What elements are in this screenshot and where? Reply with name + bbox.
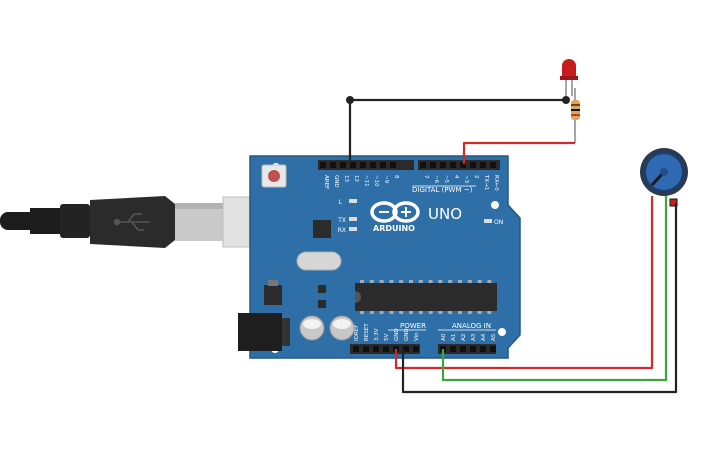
digital-pin-label: 4 bbox=[453, 175, 459, 179]
digital-pin-labels: AREF GND 13 12 ~11 ~10 ~9 8 7 ~6 ~5 4 ~3 2 TX→1 RX←0 bbox=[323, 174, 499, 191]
power-pin-label: 5V bbox=[384, 334, 390, 341]
digital-pin-label: 7 bbox=[423, 175, 429, 179]
digital-pin-holes bbox=[320, 162, 496, 168]
digital-pin-label: ~11 bbox=[363, 175, 369, 187]
voltage-regulator bbox=[264, 280, 282, 305]
usb-chip bbox=[313, 220, 331, 238]
resistor[interactable] bbox=[571, 88, 580, 143]
digital-pin-hole[interactable] bbox=[470, 162, 476, 168]
arduino-board[interactable]: AREF GND 13 12 ~11 ~10 ~9 8 7 ~6 ~5 4 ~3 2 TX→1 RX←0 DI… bbox=[238, 155, 521, 359]
digital-pin-hole[interactable] bbox=[480, 162, 486, 168]
power-label: POWER bbox=[400, 322, 426, 330]
reset-button[interactable] bbox=[261, 164, 287, 188]
digital-pin-label: 13 bbox=[343, 175, 349, 182]
digital-pin-hole[interactable] bbox=[360, 162, 366, 168]
power-pin-hole[interactable] bbox=[363, 346, 369, 352]
digital-pin-label: RX←0 bbox=[493, 175, 499, 191]
power-pin-label: RESET bbox=[364, 323, 370, 341]
analog-label: ANALOG IN bbox=[452, 322, 491, 330]
power-pin-hole[interactable] bbox=[373, 346, 379, 352]
digital-pin-hole[interactable] bbox=[490, 162, 496, 168]
usb-cable[interactable] bbox=[0, 196, 286, 248]
analog-pin-hole[interactable] bbox=[450, 346, 456, 352]
digital-pin-hole[interactable] bbox=[460, 162, 466, 168]
mount-hole bbox=[491, 201, 499, 209]
power-pin-hole[interactable] bbox=[403, 346, 409, 352]
analog-header bbox=[438, 344, 496, 354]
digital-pin-label: ~6 bbox=[433, 175, 439, 184]
onboard-leds: L TX RX ON bbox=[337, 199, 503, 234]
model-label: UNO bbox=[428, 205, 462, 223]
analog-pin-hole[interactable] bbox=[480, 346, 486, 352]
digital-pin-label: ~5 bbox=[443, 175, 449, 184]
analog-pin-hole[interactable] bbox=[470, 346, 476, 352]
digital-pin-hole[interactable] bbox=[370, 162, 376, 168]
analog-pin-hole[interactable] bbox=[460, 346, 466, 352]
analog-pin-label: A3 bbox=[471, 333, 477, 341]
pot-gnd-wire bbox=[401, 203, 678, 394]
led-gnd-wire bbox=[348, 98, 566, 164]
digital-pin-hole[interactable] bbox=[390, 162, 396, 168]
power-pin-label: GND bbox=[404, 328, 410, 341]
digital-header-label: DIGITAL (PWM ~) bbox=[412, 186, 473, 194]
digital-pin-label: 12 bbox=[353, 175, 359, 182]
power-pin-label: Vin bbox=[414, 332, 420, 341]
digital-pin-label: 8 bbox=[393, 175, 399, 179]
power-pin-hole[interactable] bbox=[353, 346, 359, 352]
power-pin-hole[interactable] bbox=[383, 346, 389, 352]
potentiometer[interactable] bbox=[640, 148, 688, 207]
led-tx-label: TX bbox=[337, 217, 346, 224]
digital-pin-label: ~3 bbox=[463, 175, 469, 184]
analog-pin-label: A1 bbox=[451, 334, 457, 341]
analog-pin-hole[interactable] bbox=[490, 346, 496, 352]
digital-pin-hole[interactable] bbox=[320, 162, 326, 168]
digital-pin-hole[interactable] bbox=[430, 162, 436, 168]
digital-pin-hole[interactable] bbox=[450, 162, 456, 168]
led-rx-label: RX bbox=[338, 227, 346, 234]
usb-symbol-icon bbox=[113, 213, 150, 231]
crystal-oscillator bbox=[296, 251, 342, 271]
digital-pin-label: TX→1 bbox=[483, 174, 489, 190]
digital-pin-hole[interactable] bbox=[380, 162, 386, 168]
wires bbox=[346, 96, 678, 394]
digital-pin-label: GND bbox=[333, 175, 339, 188]
analog-pin-label: A5 bbox=[491, 333, 497, 341]
digital-pin-label: ~9 bbox=[383, 175, 389, 184]
dc-power-jack[interactable] bbox=[238, 313, 290, 351]
power-pin-label: IOREF bbox=[354, 325, 360, 341]
analog-pin-label: A4 bbox=[481, 333, 487, 341]
power-pin-label: GND bbox=[394, 328, 400, 341]
digital-pin-label: 2 bbox=[473, 175, 479, 179]
digital-pin-hole[interactable] bbox=[330, 162, 336, 168]
digital-pin-hole[interactable] bbox=[350, 162, 356, 168]
mount-hole bbox=[498, 328, 506, 336]
analog-pin-label: A0 bbox=[441, 333, 447, 341]
brand-label: ARDUINO bbox=[373, 224, 415, 233]
arduino-logo: ARDUINO UNO bbox=[370, 201, 462, 233]
led-signal-wire bbox=[462, 141, 575, 164]
microcontroller-chip bbox=[355, 280, 497, 314]
power-pin-label: 3.3V bbox=[374, 328, 380, 341]
digital-pin-label: ~10 bbox=[373, 175, 379, 187]
pot-wiper-wire bbox=[441, 196, 668, 382]
on-label: ON bbox=[494, 219, 503, 226]
capacitors bbox=[299, 315, 355, 341]
digital-pin-hole[interactable] bbox=[440, 162, 446, 168]
pot-5v-wire bbox=[394, 196, 654, 370]
digital-pin-hole[interactable] bbox=[420, 162, 426, 168]
power-pin-hole[interactable] bbox=[413, 346, 419, 352]
led-l-label: L bbox=[339, 199, 343, 206]
analog-pin-label: A2 bbox=[461, 334, 467, 341]
digital-pin-label: AREF bbox=[323, 175, 329, 189]
digital-pin-hole[interactable] bbox=[340, 162, 346, 168]
